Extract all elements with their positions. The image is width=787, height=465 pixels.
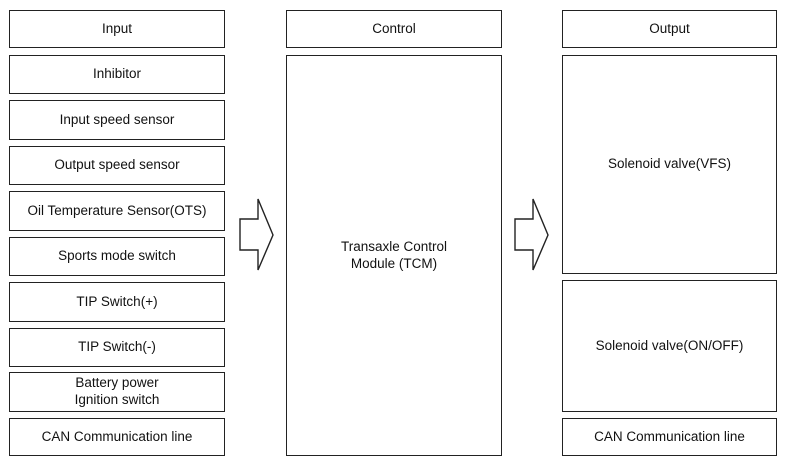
input-box-input-speed-sensor: Input speed sensor xyxy=(9,100,225,140)
output-box-solenoid-on-off: Solenoid valve(ON/OFF) xyxy=(562,280,777,412)
input-box-oil-temperature-sensor: Oil Temperature Sensor(OTS) xyxy=(9,191,225,231)
input-box-sports-mode-switch: Sports mode switch xyxy=(9,237,225,276)
input-header: Input xyxy=(9,10,225,48)
input-box-tip-switch-minus: TIP Switch(-) xyxy=(9,328,225,367)
input-box-inhibitor: Inhibitor xyxy=(9,55,225,94)
output-box-can-communication: CAN Communication line xyxy=(562,418,777,456)
input-to-control-arrow xyxy=(239,198,274,271)
control-to-output-arrow xyxy=(514,198,549,271)
input-box-output-speed-sensor: Output speed sensor xyxy=(9,146,225,185)
output-box-solenoid-vfs: Solenoid valve(VFS) xyxy=(562,55,777,274)
output-header: Output xyxy=(562,10,777,48)
input-box-can-communication: CAN Communication line xyxy=(9,418,225,456)
tcm-box: Transaxle Control Module (TCM) xyxy=(286,55,502,456)
input-box-tip-switch-plus: TIP Switch(+) xyxy=(9,282,225,322)
control-header: Control xyxy=(286,10,502,48)
input-box-battery-ignition: Battery power Ignition switch xyxy=(9,372,225,412)
